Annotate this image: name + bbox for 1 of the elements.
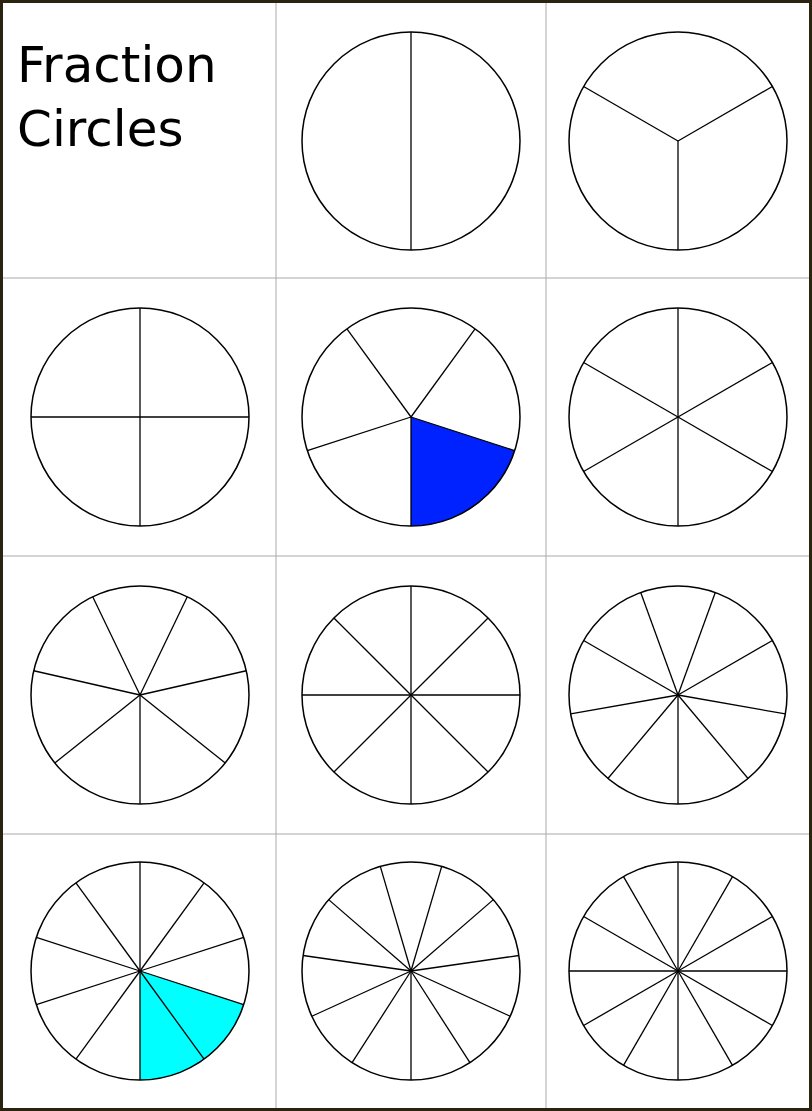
title: Fraction Circles <box>17 35 218 160</box>
